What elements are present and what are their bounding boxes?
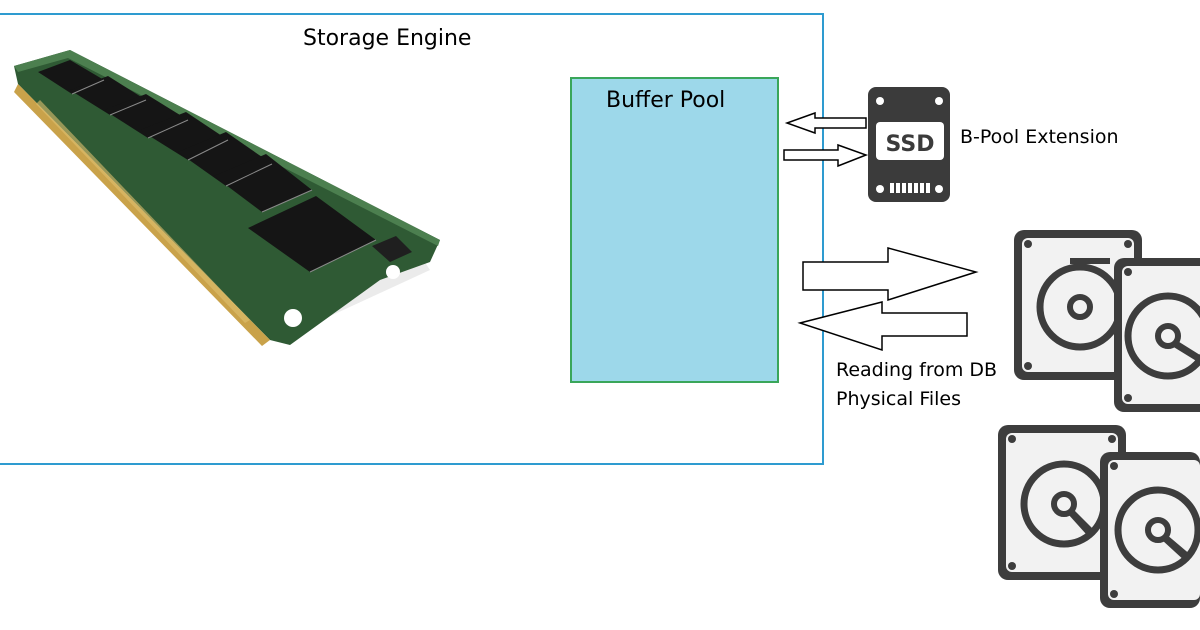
ssd-badge-text: SSD (886, 132, 935, 157)
hard-disk-icon-1 (1014, 230, 1142, 380)
disk-to-pool-arrow (797, 301, 968, 352)
pool-to-ssd-arrow (783, 143, 869, 168)
storage-engine-box (0, 13, 824, 465)
ssd-extension-label: B-Pool Extension (960, 126, 1119, 148)
hard-disk-icon-2 (1114, 258, 1200, 412)
hard-disk-icon-4 (1100, 452, 1200, 608)
hard-disk-icon-3 (998, 425, 1126, 580)
storage-engine-title: Storage Engine (303, 26, 472, 51)
pool-to-disk-arrow (802, 247, 979, 302)
buffer-pool-box (570, 77, 779, 383)
ssd-to-pool-arrow (784, 111, 867, 135)
ram-stick-icon (14, 50, 440, 346)
ssd-icon: SSD (868, 87, 950, 202)
disk-caption-line2: Physical Files (836, 388, 962, 410)
disk-caption-line1: Reading from DB (836, 359, 998, 381)
buffer-pool-title: Buffer Pool (606, 88, 726, 113)
